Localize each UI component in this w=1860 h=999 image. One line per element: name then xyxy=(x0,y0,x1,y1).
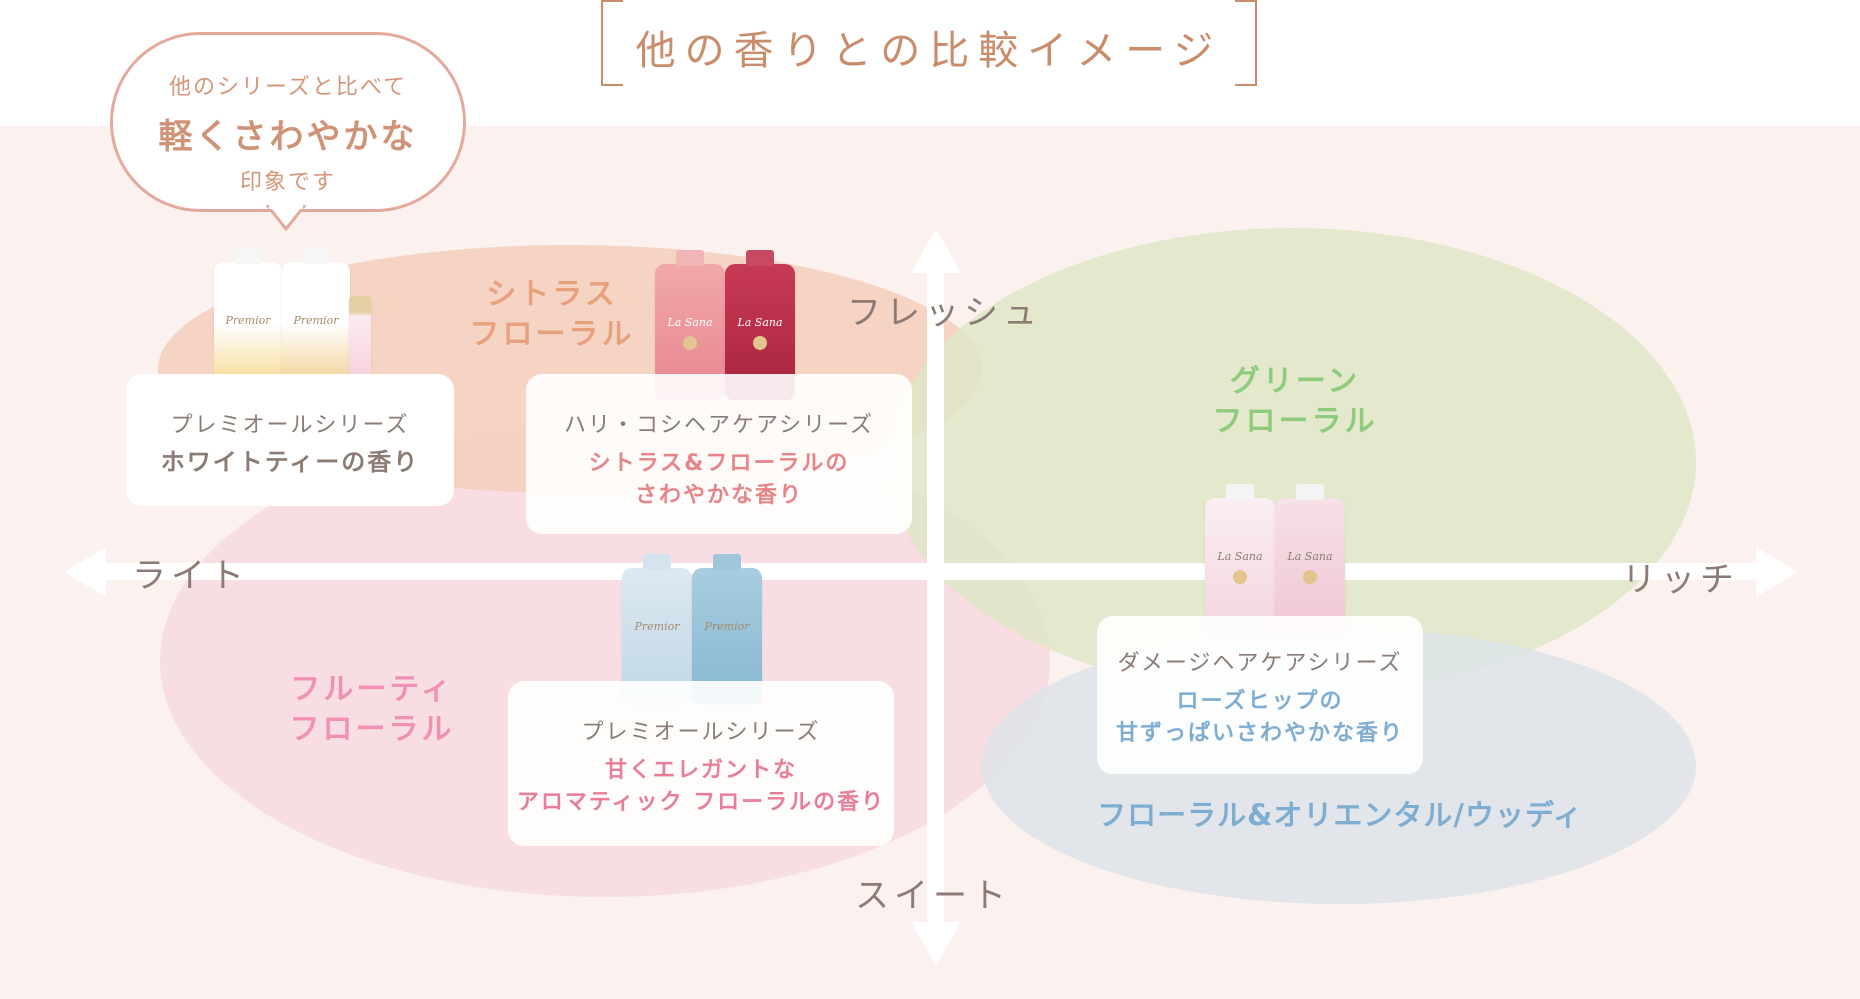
card-series-name: ダメージヘアケアシリーズ xyxy=(1117,651,1403,676)
title-bracket-right xyxy=(1235,0,1257,86)
pouch-cap xyxy=(643,554,671,570)
axis-arrow-left xyxy=(64,547,106,597)
pouch-cap xyxy=(713,554,741,570)
bubble-line-1: 他のシリーズと比べて xyxy=(168,75,408,100)
title-frame: 他の香りとの比較イメージ xyxy=(601,0,1257,88)
category-citrus-floral: シトラス フローラル xyxy=(452,275,652,355)
card-scent-description: ホワイトティーの香り xyxy=(160,448,420,476)
category-line: フローラル xyxy=(289,712,455,747)
title-bracket-left xyxy=(601,0,623,86)
lasana-damage-treatment-pouch: La Sana xyxy=(1275,484,1345,636)
bubble-line-2: 軽くさわやかな xyxy=(158,117,418,157)
product-brand-label: La Sana xyxy=(1217,550,1263,563)
pouch-cap xyxy=(676,250,704,266)
card-scent-description: さわやかな香り xyxy=(634,483,803,508)
card-scent-description: 甘くエレガントな xyxy=(604,758,797,783)
card-premior-white-tea: プレミオールシリーズ ホワイトティーの香り xyxy=(126,374,454,506)
product-emblem xyxy=(1233,570,1247,584)
lasana-damage-shampoo-pouch: La Sana xyxy=(1205,484,1275,636)
card-premior-aromatic: プレミオールシリーズ 甘くエレガントな アロマティック フローラルの香り xyxy=(508,681,894,846)
axis-label-rich: リッチ xyxy=(1622,560,1739,600)
axis-arrow-right xyxy=(1756,547,1798,597)
product-brand-label: Premior xyxy=(225,314,271,327)
card-lasana-damage: ダメージヘアケアシリーズ ローズヒップの 甘ずっぱいさわやかな香り xyxy=(1097,616,1423,774)
category-line: フルーティ xyxy=(290,672,454,707)
category-green-floral: グリーン フローラル xyxy=(1195,362,1395,442)
category-fruity-floral: フルーティ フローラル xyxy=(272,670,472,750)
category-line: フローラル xyxy=(469,317,635,352)
card-scent-description: シトラス&フローラルの xyxy=(588,451,850,476)
card-series-name: ハリ・コシヘアケアシリーズ xyxy=(563,413,875,438)
card-scent-description: ローズヒップの xyxy=(1176,689,1344,714)
product-emblem xyxy=(753,336,767,350)
page-title: 他の香りとの比較イメージ xyxy=(635,28,1223,74)
bubble-tail xyxy=(265,205,307,232)
pouch-cap xyxy=(1226,484,1254,500)
bubble-line-3: 印象です xyxy=(239,170,336,195)
category-line: フローラル xyxy=(1212,404,1378,439)
axis-label-light: ライト xyxy=(132,556,249,596)
category-line: グリーン xyxy=(1229,364,1361,399)
category-floral-oriental-woody: フローラル&オリエンタル/ウッディ xyxy=(1097,798,1583,832)
card-scent-description: 甘ずっぱいさわやかな香り xyxy=(1115,721,1404,746)
category-line: シトラス xyxy=(486,277,618,312)
speech-bubble: 他のシリーズと比べて 軽くさわやかな 印象です xyxy=(110,32,466,212)
pouch-cap xyxy=(746,250,774,266)
product-brand-label: La Sana xyxy=(667,316,713,329)
card-series-name: プレミオールシリーズ xyxy=(170,413,410,438)
axis-arrow-down xyxy=(911,922,961,966)
product-brand-label: Premior xyxy=(293,314,339,327)
product-emblem xyxy=(1303,570,1317,584)
product-emblem xyxy=(683,336,697,350)
axis-arrow-up xyxy=(911,229,961,273)
axis-label-sweet: スイート xyxy=(855,876,1011,916)
pouch-cap xyxy=(1296,484,1324,500)
vertical-axis xyxy=(927,270,944,936)
product-brand-label: La Sana xyxy=(1287,550,1333,563)
product-brand-label: Premior xyxy=(704,620,750,633)
card-scent-description: アロマティック フローラルの香り xyxy=(516,790,886,815)
card-lasana-hari-koshi: ハリ・コシヘアケアシリーズ シトラス&フローラルの さわやかな香り xyxy=(526,374,912,534)
pouch-cap xyxy=(302,248,330,264)
product-brand-label: La Sana xyxy=(737,316,783,329)
card-series-name: プレミオールシリーズ xyxy=(581,720,821,745)
product-brand-label: Premior xyxy=(634,620,680,633)
pouch-cap xyxy=(234,248,262,264)
axis-label-fresh: フレッシュ xyxy=(847,293,1042,333)
